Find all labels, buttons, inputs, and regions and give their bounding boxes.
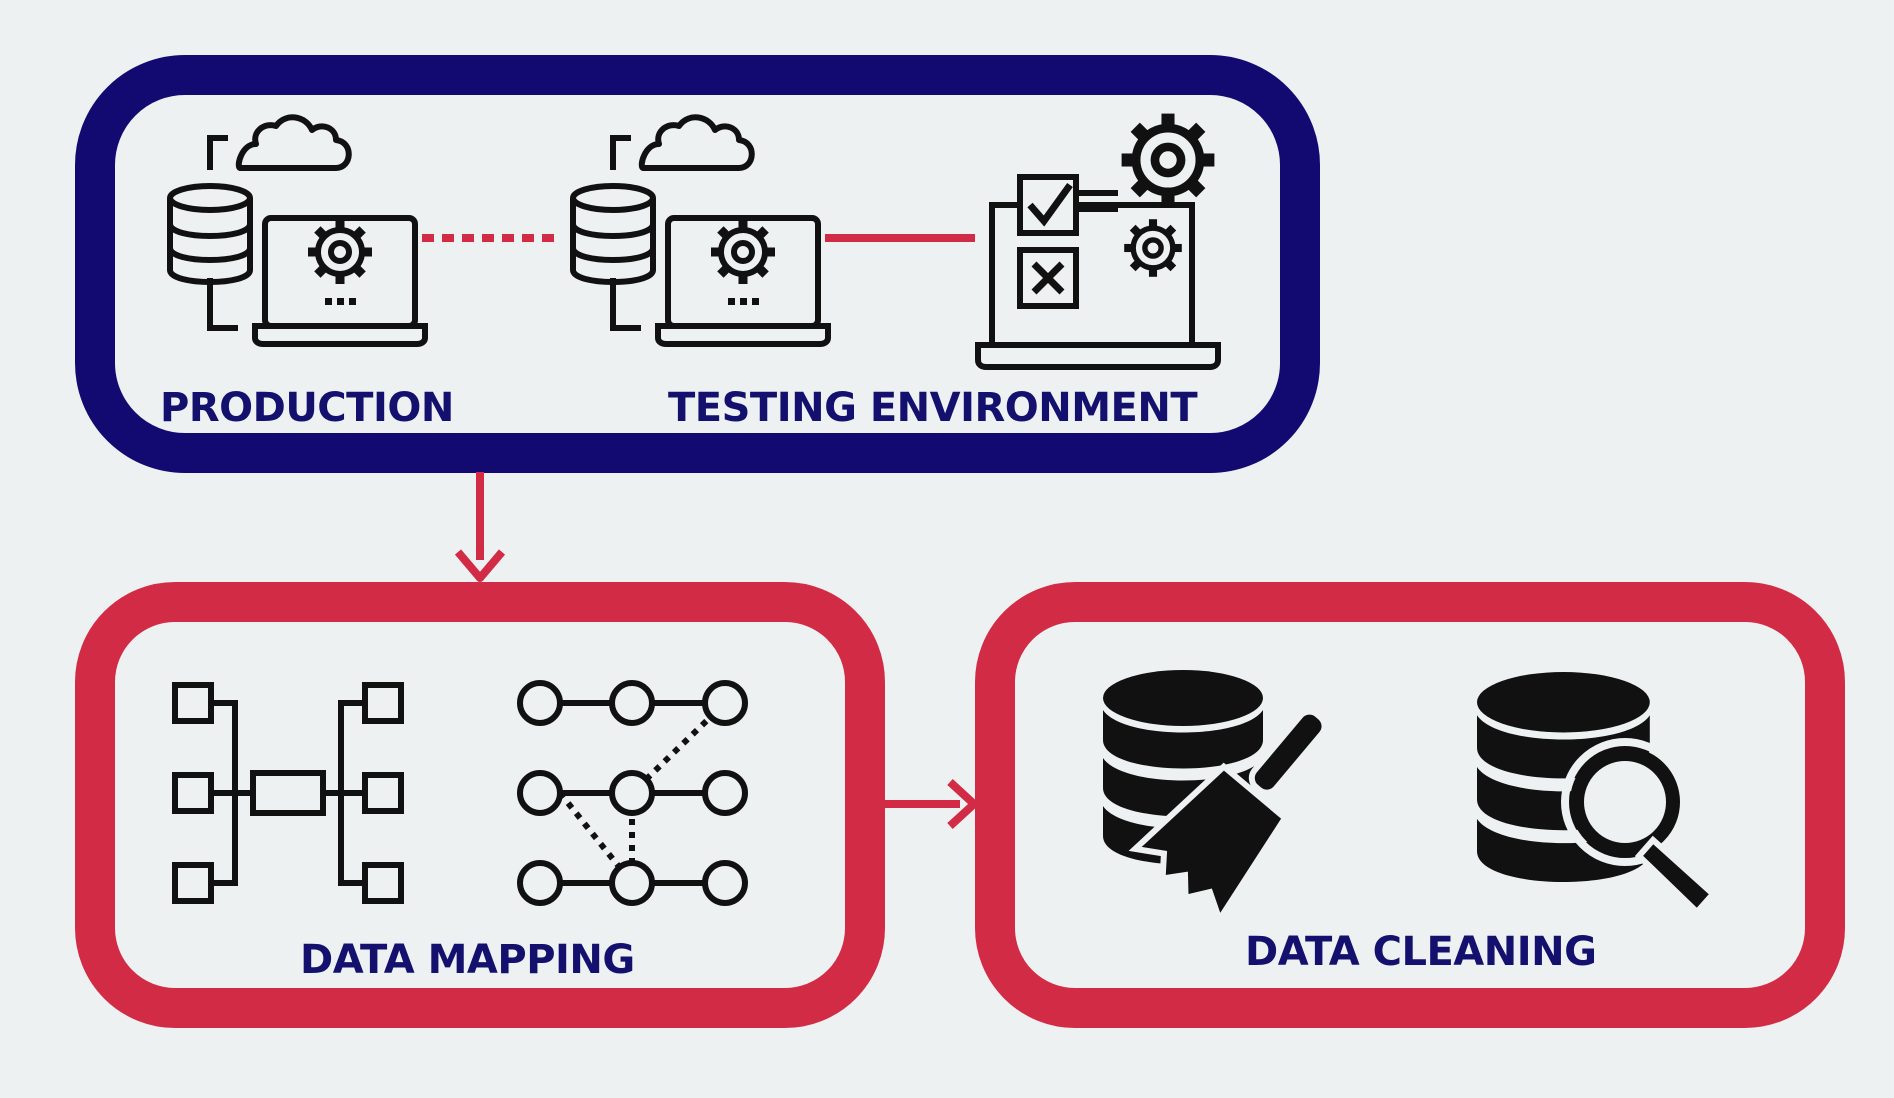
data-cleaning-label: DATA CLEANING xyxy=(1245,929,1597,975)
environment-box xyxy=(75,55,1320,473)
checklist-gears-laptop-icon xyxy=(975,114,1221,370)
database-broom-icon xyxy=(1103,670,1328,927)
database-search-icon xyxy=(1477,672,1718,917)
flow-arrow-down xyxy=(454,472,506,582)
production-node-icon xyxy=(170,117,425,344)
flow-arrow-right xyxy=(885,779,978,829)
testing-node-icon xyxy=(573,117,828,344)
data-mapping-label: DATA MAPPING xyxy=(300,937,635,983)
hierarchy-map-icon xyxy=(172,682,404,904)
node-graph-icon xyxy=(517,680,748,906)
production-label: PRODUCTION xyxy=(160,385,454,431)
testing-environment-label: TESTING ENVIRONMENT xyxy=(668,385,1198,431)
